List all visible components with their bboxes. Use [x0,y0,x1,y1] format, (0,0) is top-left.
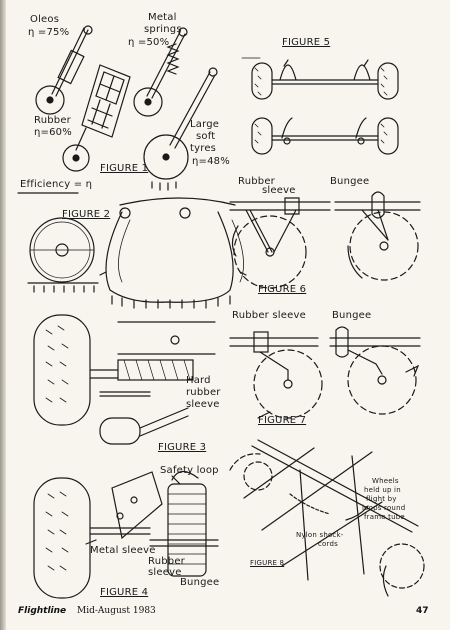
label-rubber-efficiency: η=60% [34,127,72,138]
label-metal-sleeve: Metal sleeve [90,545,156,556]
label-tyres: tyres [190,143,217,154]
figure-5-front-view [241,57,399,100]
figure-4-caption: FIGURE 4 [100,587,149,598]
label-soft: soft [196,131,216,142]
label-rubber-fig6: Rubber [238,176,275,187]
efficiency-note: Efficiency = η [20,179,93,190]
figure-3-wheel-and-axle [33,314,216,445]
figure-8-caption: FIGURE 8 [250,559,285,567]
label-sleeve-fig3: sleeve [186,399,220,410]
label-oleos: Oleos [30,14,60,25]
label-rubber-fig4: Rubber [148,556,185,567]
figure-6-rubber-sleeve [229,197,331,289]
label-springs: springs [144,24,182,35]
figure-1-oleo-leg [35,25,93,115]
page-spine-shadow [0,0,6,630]
label-held-up: held up in [364,486,401,494]
label-frame-tube: frame tube [364,513,405,521]
label-cords: cords [318,540,338,548]
figure-1-metal-spring-leg [133,27,188,117]
label-oleos-efficiency: η =75% [28,27,70,38]
figure-3-caption: FIGURE 3 [158,442,207,453]
figure-5-caption: FIGURE 5 [282,37,331,48]
figure-6-bungee [334,191,421,281]
label-sleeve-fig6: sleeve [262,185,296,196]
figure-8-undercarriage-perspective [229,439,425,597]
figure-5-lowered-view [251,117,399,155]
label-safety-loop: Safety loop [160,465,219,476]
figure-7-rubber-sleeve [229,331,323,419]
footer-issue: Mid-August 1983 [77,606,156,616]
figure-6-caption: FIGURE 6 [258,284,307,295]
figure-7-caption: FIGURE 7 [258,415,307,426]
label-tyres-efficiency: η=48% [192,156,230,167]
figure-1-caption: FIGURE 1 [100,163,149,174]
label-rubber: Rubber [34,115,71,126]
page-number: 47 [416,606,429,616]
label-metal: Metal [148,12,177,23]
figure-7-bungee [329,326,421,415]
figure-1-rubber-leg [62,64,131,172]
label-nylon-shock: Nylon shock- [296,531,344,539]
label-wheels: Wheels [372,477,399,485]
page-footer: Flightline Mid-August 1983 [18,606,156,616]
footer-brand: Flightline [18,606,67,616]
label-bungee-fig7: Bungee [332,310,372,321]
label-bungee-fig4: Bungee [180,577,220,588]
label-large: Large [190,119,220,130]
label-metal-efficiency: η =50% [128,37,170,48]
label-rubber-fig3: rubber [186,387,221,398]
label-sleeve-fig4: sleeve [148,567,182,578]
label-hard: Hard [186,375,211,386]
figure-2-caption: FIGURE 2 [62,209,111,220]
label-bungee-fig6: Bungee [330,176,370,187]
figure-4-wheel-and-bungee [33,470,219,599]
label-in-flight: flight by [366,495,397,503]
label-rubber-sleeve-fig7: Rubber sleeve [232,310,306,321]
label-loops-round: loops round [362,504,406,512]
figure-2-tyre-section [27,197,247,309]
figure-1-tyre-leg [143,67,218,191]
